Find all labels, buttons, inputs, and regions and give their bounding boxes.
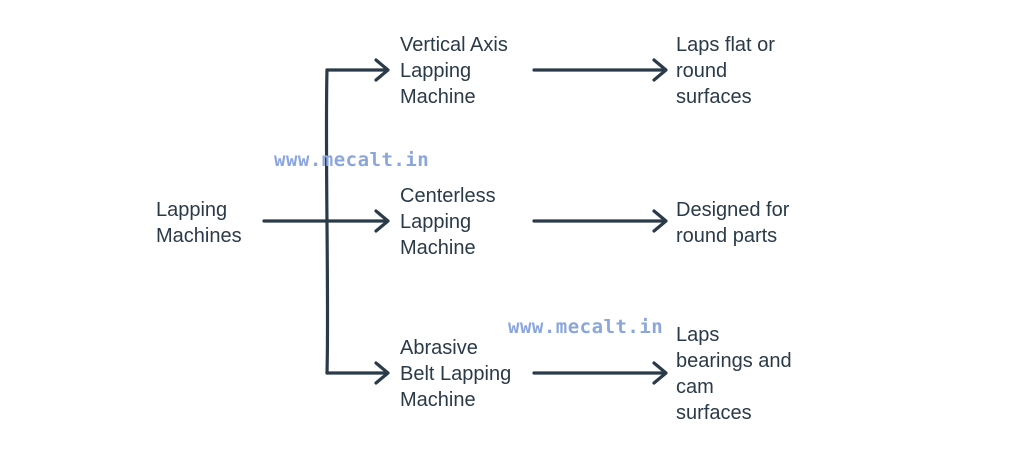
detail-node-abrasive-belt: Laps bearings and cam surfaces	[676, 324, 792, 424]
watermark-text: www.mecalt.in	[274, 149, 430, 171]
arrowhead-branch-3	[374, 361, 390, 385]
arrowhead-branch-1	[374, 58, 390, 82]
detail-node-centerless: Designed for round parts	[676, 199, 790, 247]
arrowhead-branch-2	[374, 209, 390, 233]
watermark-text: www.mecalt.in	[508, 316, 664, 338]
arrowhead-detail-1	[652, 58, 668, 82]
branch-node-abrasive-belt: Abrasive Belt Lapping Machine	[400, 337, 512, 411]
arrowhead-detail-3	[652, 361, 668, 385]
arrowhead-detail-2	[652, 209, 668, 233]
branch-node-vertical-axis: Vertical Axis Lapping Machine	[400, 34, 508, 108]
branch-node-centerless: Centerless Lapping Machine	[400, 185, 496, 259]
root-node: Lapping Machines	[156, 199, 242, 247]
detail-node-vertical-axis: Laps flat or round surfaces	[676, 34, 775, 108]
trunk-line	[324, 68, 330, 375]
